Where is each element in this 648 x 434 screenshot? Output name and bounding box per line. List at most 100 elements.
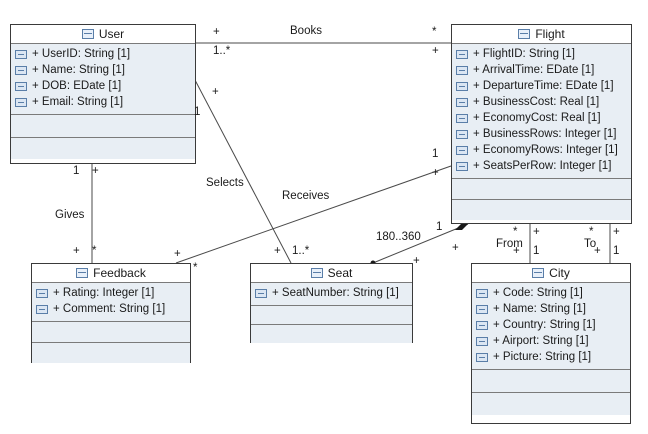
from-city-multiplicity: 1: [533, 245, 540, 257]
composition-line[interactable]: [372, 223, 469, 264]
to-flight-visibility: +: [613, 226, 620, 238]
attribute-icon: [476, 320, 488, 330]
from-name: From: [496, 238, 523, 250]
class-icon: [532, 268, 545, 278]
attribute-compartment: + SeatNumber: String [1]: [251, 283, 412, 306]
class-name: Seat: [327, 266, 353, 280]
attribute-row[interactable]: + ArrivalTime: EDate [1]: [452, 62, 631, 78]
extra-compartment: [452, 200, 631, 220]
class-seat[interactable]: Seat + SeatNumber: String [1]: [250, 263, 413, 343]
extra-compartment: [32, 343, 190, 363]
gives-feedback-visibility: +: [73, 245, 80, 257]
extra-compartment: [11, 138, 195, 159]
to-city-visibility: +: [594, 245, 601, 257]
operations-compartment: [452, 179, 631, 200]
attribute-row[interactable]: + Rating: Integer [1]: [32, 285, 190, 301]
class-icon: [81, 29, 94, 39]
selects-seat-multiplicity: 1..*: [292, 245, 310, 257]
selects-user-multiplicity: 1: [194, 106, 201, 118]
books-name: Books: [290, 25, 322, 37]
selects-line[interactable]: [194, 79, 292, 264]
from-flight-visibility: +: [533, 226, 540, 238]
attribute-icon: [476, 288, 488, 298]
attribute-row[interactable]: + Email: String [1]: [11, 94, 195, 110]
attribute-icon: [15, 81, 27, 91]
attribute-row[interactable]: + Picture: String [1]: [472, 349, 630, 365]
gives-user-multiplicity: 1: [73, 165, 80, 177]
extra-compartment: [472, 393, 630, 415]
attribute-row[interactable]: + UserID: String [1]: [11, 46, 195, 62]
attribute-row[interactable]: + FlightID: String [1]: [452, 46, 631, 62]
composition-seat-visibility: +: [413, 255, 420, 267]
receives-flight-multiplicity: 1: [432, 148, 439, 160]
selects-user-visibility: +: [212, 86, 219, 98]
composition-flight-visibility: +: [452, 242, 459, 254]
attribute-icon: [456, 97, 468, 107]
receives-line[interactable]: [175, 165, 452, 264]
attribute-row[interactable]: + Name: String [1]: [11, 62, 195, 78]
attribute-row[interactable]: + Name: String [1]: [472, 301, 630, 317]
attribute-row[interactable]: + Comment: String [1]: [32, 301, 190, 317]
attribute-icon: [36, 288, 48, 298]
operations-compartment: [251, 306, 412, 325]
class-icon: [518, 29, 531, 39]
attribute-compartment: + Code: String [1] + Name: String [1] + …: [472, 283, 630, 370]
attribute-row[interactable]: + Airport: String [1]: [472, 333, 630, 349]
gives-user-visibility: +: [92, 165, 99, 177]
composition-flight-multiplicity: 1: [436, 221, 443, 233]
receives-flight-visibility: +: [432, 167, 439, 179]
to-name: To: [584, 238, 597, 250]
attribute-row[interactable]: + EconomyRows: Integer [1]: [452, 142, 631, 158]
class-user[interactable]: User + UserID: String [1] + Name: String…: [10, 24, 196, 164]
class-feedback[interactable]: Feedback + Rating: Integer [1] + Comment…: [31, 263, 191, 363]
extra-compartment: [251, 325, 412, 343]
attribute-icon: [15, 49, 27, 59]
class-icon: [310, 268, 323, 278]
attribute-compartment: + Rating: Integer [1] + Comment: String …: [32, 283, 190, 322]
class-header: Feedback: [32, 264, 190, 283]
attribute-icon: [15, 65, 27, 75]
class-header: User: [11, 25, 195, 44]
attribute-row[interactable]: + Code: String [1]: [472, 285, 630, 301]
attribute-icon: [476, 336, 488, 346]
attribute-row[interactable]: + EconomyCost: Real [1]: [452, 110, 631, 126]
from-city-visibility: +: [513, 245, 520, 257]
books-flight-multiplicity: *: [432, 26, 437, 38]
attribute-row[interactable]: + BusinessCost: Real [1]: [452, 94, 631, 110]
operations-compartment: [472, 370, 630, 393]
attribute-icon: [36, 304, 48, 314]
composition-seat-multiplicity: 180..360: [376, 231, 421, 243]
attribute-row[interactable]: + DepartureTime: EDate [1]: [452, 78, 631, 94]
attribute-compartment: + UserID: String [1] + Name: String [1] …: [11, 44, 195, 115]
attribute-row[interactable]: + SeatNumber: String [1]: [251, 285, 412, 301]
operations-compartment: [11, 115, 195, 138]
attribute-row[interactable]: + BusinessRows: Integer [1]: [452, 126, 631, 142]
operations-compartment: [32, 322, 190, 343]
selects-seat-visibility: +: [274, 245, 281, 257]
attribute-icon: [456, 129, 468, 139]
class-name: Flight: [535, 27, 565, 41]
attribute-icon: [255, 288, 267, 298]
gives-feedback-multiplicity: *: [92, 245, 97, 257]
attribute-compartment: + FlightID: String [1] + ArrivalTime: ED…: [452, 44, 631, 179]
attribute-icon: [476, 352, 488, 362]
class-name: User: [98, 27, 125, 41]
attribute-row[interactable]: + Country: String [1]: [472, 317, 630, 333]
books-flight-visibility: +: [432, 45, 439, 57]
attribute-row[interactable]: + DOB: EDate [1]: [11, 78, 195, 94]
gives-name: Gives: [55, 209, 85, 221]
attribute-row[interactable]: + SeatsPerRow: Integer [1]: [452, 158, 631, 174]
attribute-icon: [456, 81, 468, 91]
class-flight[interactable]: Flight + FlightID: String [1] + ArrivalT…: [451, 24, 632, 224]
books-user-visibility: +: [213, 26, 220, 38]
attribute-icon: [456, 145, 468, 155]
attribute-icon: [456, 113, 468, 123]
books-user-multiplicity: 1..*: [213, 45, 231, 57]
from-flight-multiplicity: *: [513, 226, 518, 238]
class-name: City: [549, 266, 570, 280]
receives-feedback-visibility: +: [174, 248, 181, 260]
class-header: Flight: [452, 25, 631, 44]
class-city[interactable]: City + Code: String [1] + Name: String […: [471, 263, 631, 424]
